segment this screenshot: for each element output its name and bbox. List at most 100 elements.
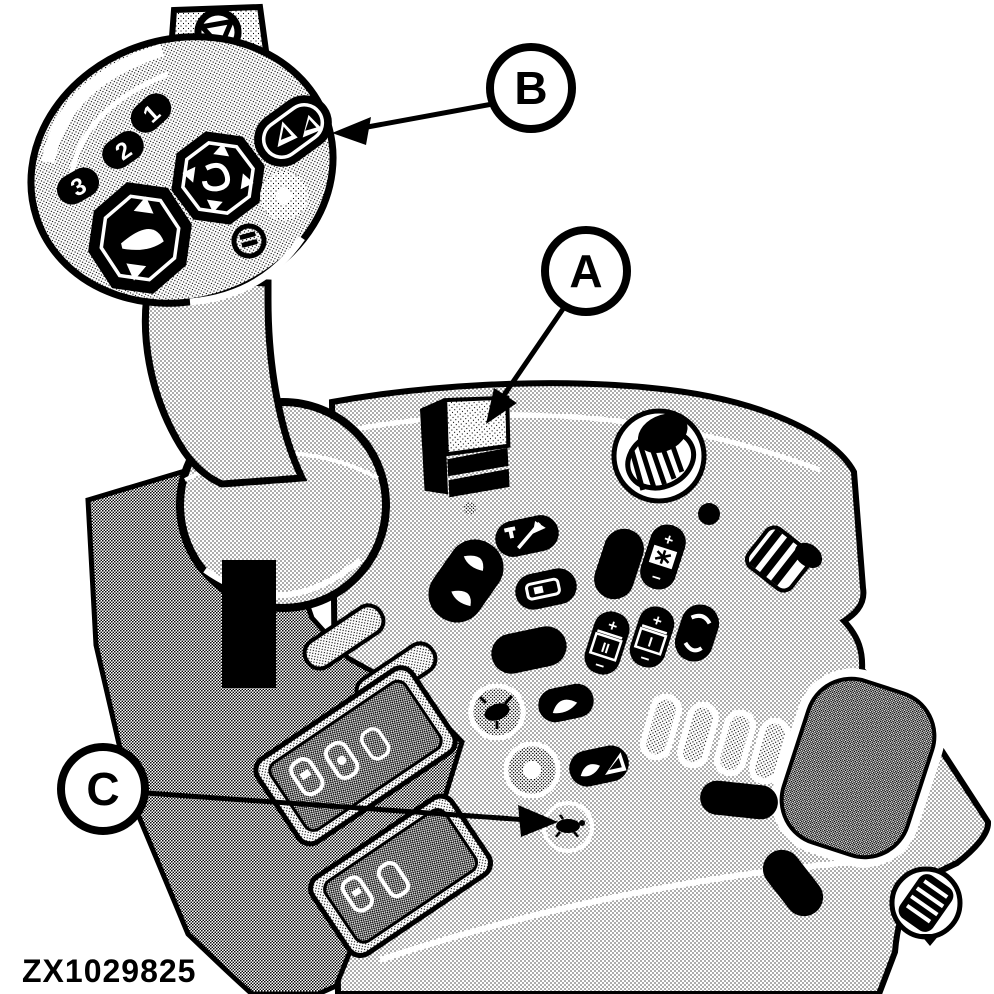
head-highlight [69,71,169,173]
callout-b: B [332,43,576,145]
rocker-switch-a-target [419,395,511,498]
rocker-band [447,447,509,477]
callout-b-circle [486,43,576,133]
callout-c-circle [57,743,149,835]
squiggle-icon [683,641,703,653]
button-body [428,539,504,623]
sprayer-icon [478,695,514,729]
implement-dpad [171,131,265,225]
scv-one-button: + I − [629,606,675,669]
callout-a-circle [541,226,631,316]
joystick-assembly: 1 2 3 [27,3,390,688]
dpad-ring [181,141,255,215]
asterisk-valve-icon [654,549,672,565]
finger-groove [749,717,791,785]
callout-a: A [486,226,631,424]
button-body [584,611,630,675]
finger-grooves [640,693,791,785]
button-body [491,626,567,674]
implement-side-icon [524,577,561,601]
dpad-left-arrow-icon [182,166,196,183]
button-body [56,167,100,205]
bank-switch-icon [324,740,360,780]
bank-switch-icon [340,875,375,913]
bank-switch-glyph [299,768,312,781]
callout-c: C [57,743,558,837]
hitch-dpad-icon [121,229,164,250]
callout-b-line [361,100,499,131]
console-seam-line [349,412,821,473]
implement-side-button [515,568,577,610]
dpad-right-arrow-icon [240,173,254,190]
rocker-indicator-dot [464,502,476,514]
dpad-ring [99,194,181,282]
implement-dpad-icon [201,162,231,192]
roman-one-glyph: I [646,634,655,650]
scv-two-button: + II − [584,611,630,676]
bank-switch-glyph [337,755,347,765]
hitch-dpad [88,182,192,294]
speed-button-1: 1 [130,93,172,133]
double-hook-icon [463,555,484,571]
palm-pad [771,668,945,868]
hitch-curl-icon [580,764,600,777]
thumb-swirl-center [276,188,292,204]
button-body [130,93,172,133]
callout-a-label: A [569,245,602,297]
knob-cap [637,413,688,453]
figure-code: ZX1029825 [22,953,196,989]
switch-bank-panel-upper [253,665,458,847]
speed-button-3: 3 [56,167,100,205]
button-body [102,130,144,170]
rocker-side-face [419,398,449,495]
speed-button-2: 2 [102,130,144,170]
hitch-curl-icon [552,699,578,714]
callout-b-label: B [514,62,547,114]
dpad-up-arrow-icon [213,143,230,157]
joystick-shaft [141,274,308,488]
squiggle-button [674,604,720,662]
knob-ribs [629,432,685,491]
callout-c-label: C [86,763,119,815]
panel-dot [698,503,720,525]
dpad-up-arrow-icon [133,196,154,214]
asterisk-valve-button: + − [640,524,686,590]
head-highlight [189,236,305,306]
bank-switch-icon [376,860,411,899]
aux-function-icon [239,231,256,240]
turtle-slow-icon [555,814,579,838]
console-controls: + − + II − + I − [419,395,963,946]
boot-stub [222,560,276,688]
thumbwheel-icon [898,874,954,932]
joystick-base [85,465,493,994]
dpad-down-arrow-icon [206,199,223,213]
button-body [629,606,675,668]
cursor-arrow-icon [532,520,546,534]
finger-groove [714,709,756,777]
callout-a-arrowhead [486,388,517,424]
button-body [594,528,644,600]
double-hook-button [428,539,504,623]
button-ring [261,103,325,159]
hitch-curl-button [538,683,594,723]
palm-pad-surface [779,676,937,860]
implement-side-icon [533,585,544,595]
callout-b-arrowhead [332,117,371,145]
joystick-head: 1 2 3 [27,33,337,307]
callout-c-line [145,790,529,823]
button-body [700,780,778,820]
glyph-box [588,631,623,662]
finger-groove [640,693,682,761]
hitch-wedge-button [569,745,629,787]
stripe-rocker-switch [744,525,823,593]
dpad-body [171,131,265,225]
dual-wedge-rocker-icon [280,126,292,140]
glyph-box [633,626,668,656]
hitch-wedge-icon [609,757,622,770]
turtle-slow-button-c-target [542,801,594,853]
blank-pill-button [594,528,644,600]
dpad-down-arrow-icon [126,263,147,281]
dual-wedge-rocker-icon [305,119,317,131]
